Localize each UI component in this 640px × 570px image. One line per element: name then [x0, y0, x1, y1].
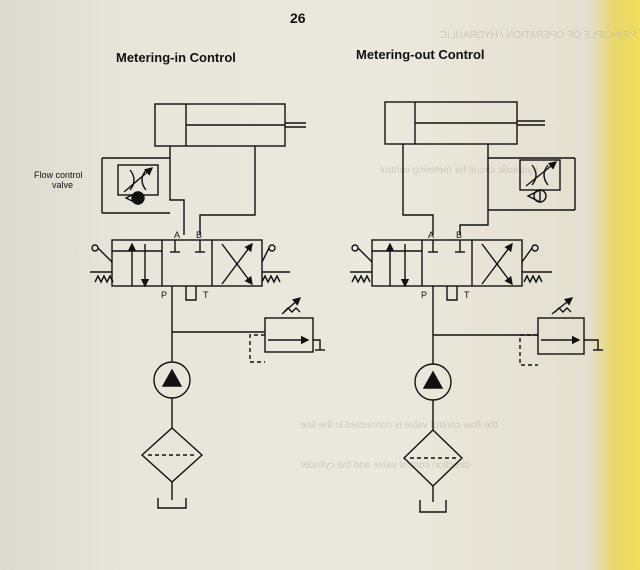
port-t-left: T	[203, 290, 209, 300]
metering-out-circuit	[350, 101, 603, 513]
cylinder-right	[384, 101, 545, 145]
flow-control-valve-left	[101, 157, 170, 214]
port-a-right: A	[428, 230, 434, 240]
metering-in-circuit	[90, 103, 325, 509]
filter-left	[140, 427, 204, 509]
metering-out-title: Metering-out Control	[356, 47, 485, 62]
cylinder-left	[154, 103, 306, 147]
pump-left	[153, 332, 191, 428]
port-a-left: A	[174, 230, 180, 240]
port-t-right: T	[464, 290, 470, 300]
page-number: 26	[290, 10, 306, 26]
port-p-right: P	[421, 290, 427, 300]
port-p-left: P	[161, 290, 167, 300]
flow-control-valve-label-1: Flow control	[34, 170, 83, 180]
port-b-right: B	[456, 230, 462, 240]
pump-right	[414, 335, 452, 430]
relief-valve-right	[433, 297, 603, 366]
directional-valve-left	[90, 239, 290, 288]
flow-control-valve-right	[488, 158, 576, 211]
flow-control-valve-label-2: valve	[52, 180, 74, 190]
relief-valve-left	[172, 297, 325, 363]
port-b-left: B	[196, 230, 202, 240]
directional-valve-right	[350, 239, 552, 288]
metering-in-title: Metering-in Control	[116, 50, 236, 65]
filter-right	[402, 429, 464, 513]
